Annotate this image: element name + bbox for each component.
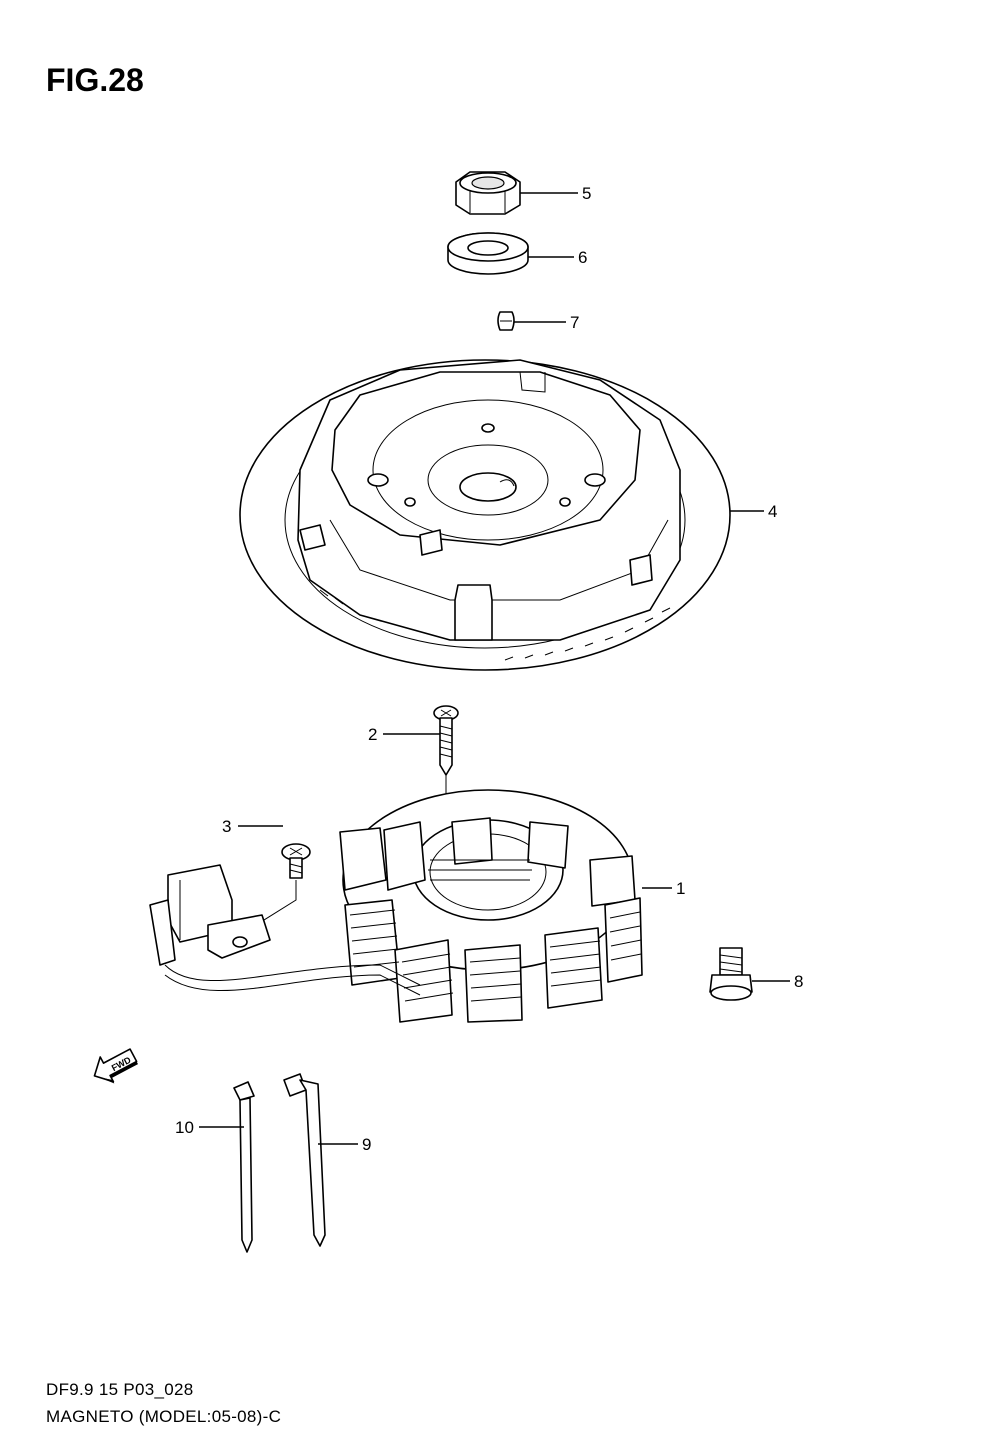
callout-10: 10: [175, 1118, 244, 1137]
svg-text:10: 10: [175, 1118, 194, 1137]
callout-7: 7: [514, 313, 579, 332]
callout-6: 6: [528, 248, 587, 267]
svg-text:1: 1: [676, 879, 685, 898]
flywheel-washer[interactable]: [447, 232, 529, 275]
pulser-coil-bolt[interactable]: [239, 843, 311, 936]
callout-2: 2: [368, 725, 440, 744]
svg-text:2: 2: [368, 725, 377, 744]
callout-5: 5: [520, 184, 591, 203]
figure-title: FIG.28: [46, 62, 144, 98]
callout-3: 3: [222, 817, 283, 836]
stator-assembly[interactable]: [149, 789, 643, 1023]
cable-tie-long[interactable]: [283, 1073, 326, 1247]
flywheel-key[interactable]: [497, 311, 515, 331]
svg-text:6: 6: [578, 248, 587, 267]
diagram-code: DF9.9 15 P03_028: [46, 1380, 194, 1399]
stator-bolt[interactable]: [709, 947, 753, 1001]
fwd-arrow-icon: FWD: [93, 1048, 138, 1084]
svg-text:5: 5: [582, 184, 591, 203]
svg-text:9: 9: [362, 1135, 371, 1154]
cable-tie-short[interactable]: [233, 1081, 255, 1253]
svg-text:7: 7: [570, 313, 579, 332]
callout-4: 4: [730, 502, 777, 521]
callout-1: 1: [642, 879, 685, 898]
svg-text:8: 8: [794, 972, 803, 991]
svg-text:4: 4: [768, 502, 777, 521]
svg-text:3: 3: [222, 817, 231, 836]
callout-9: 9: [318, 1135, 371, 1154]
callout-8: 8: [752, 972, 803, 991]
flywheel-rotor[interactable]: [239, 359, 731, 671]
diagram-name: MAGNETO (MODEL:05-08)-C: [46, 1407, 282, 1426]
flywheel-nut[interactable]: [455, 171, 521, 215]
